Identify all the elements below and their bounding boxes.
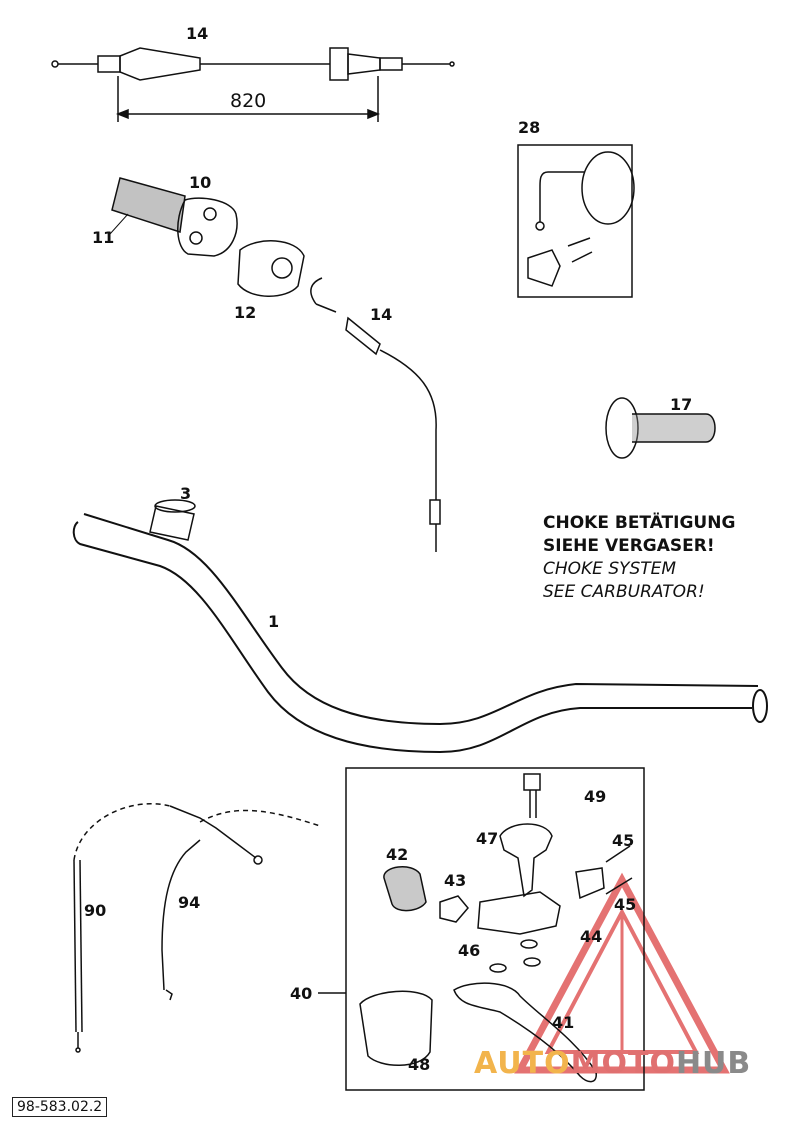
note-line-3: CHOKE SYSTEM <box>543 559 677 579</box>
dimension-820: 820 <box>230 90 266 112</box>
label-1: 1 <box>268 612 279 631</box>
throttle-grip <box>111 177 238 257</box>
throttle-cable-lower <box>310 277 441 552</box>
label-47: 47 <box>476 829 498 848</box>
label-11: 11 <box>92 228 114 247</box>
watermark-logo: AUTOMOTOHUB <box>474 1046 751 1081</box>
bushing <box>149 499 196 541</box>
label-45-lower: 45 <box>614 895 636 914</box>
watermark-part-1: AUTO <box>474 1046 571 1081</box>
label-40: 40 <box>290 984 312 1003</box>
throttle-cable-top <box>51 47 455 122</box>
mirror-box <box>517 144 635 298</box>
label-44: 44 <box>580 927 602 946</box>
document-number: 98-583.02.2 <box>12 1097 108 1117</box>
watermark-part-3: HUB <box>675 1046 752 1081</box>
watermark-part-2: MOTO <box>570 1046 676 1081</box>
note-line-4: SEE CARBURATOR! <box>543 582 705 602</box>
note-line-1: CHOKE BETÄTIGUNG <box>543 513 736 533</box>
label-46: 46 <box>458 941 480 960</box>
handlebar <box>72 513 768 754</box>
throttle-cover <box>237 240 305 297</box>
left-grip <box>605 397 716 459</box>
label-28: 28 <box>518 118 540 137</box>
label-14-top: 14 <box>186 24 208 43</box>
label-48: 48 <box>408 1055 430 1074</box>
label-90: 90 <box>84 901 106 920</box>
clutch-cables <box>73 803 321 1053</box>
label-3: 3 <box>180 484 191 503</box>
label-43: 43 <box>444 871 466 890</box>
label-94: 94 <box>178 893 200 912</box>
note-line-2: SIEHE VERGASER! <box>543 536 715 556</box>
label-17: 17 <box>670 395 692 414</box>
watermark-triangle <box>514 872 730 1074</box>
clutch-assembly-box <box>318 767 645 1091</box>
label-10: 10 <box>189 173 211 192</box>
choke-note: CHOKE BETÄTIGUNG SIEHE VERGASER! CHOKE S… <box>543 512 735 604</box>
label-14-middle: 14 <box>370 305 392 324</box>
label-49: 49 <box>584 787 606 806</box>
label-12: 12 <box>234 303 256 322</box>
label-41: 41 <box>552 1013 574 1032</box>
label-45-upper: 45 <box>612 831 634 850</box>
label-42: 42 <box>386 845 408 864</box>
